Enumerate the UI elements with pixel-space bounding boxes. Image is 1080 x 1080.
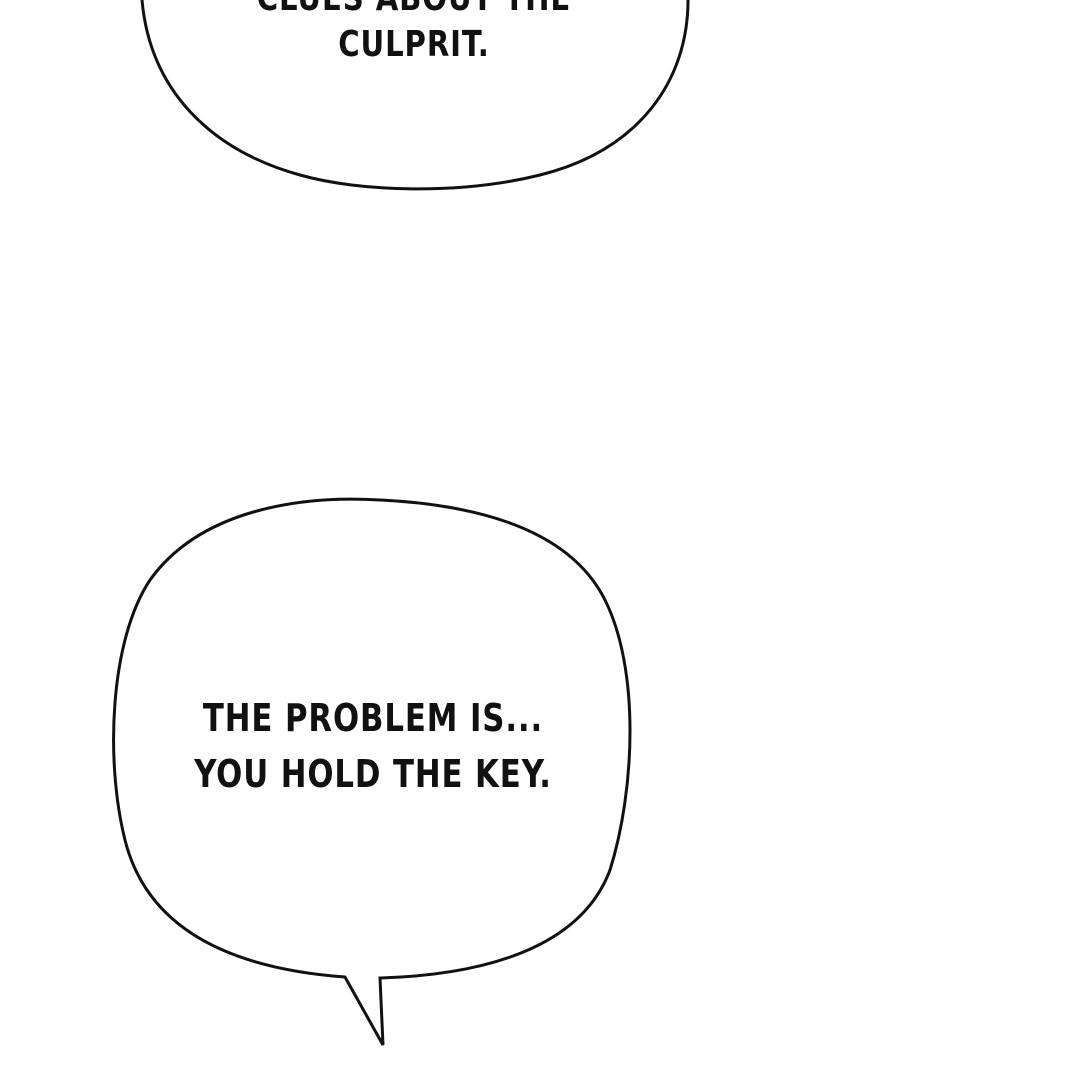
dialogue-line: YOU HOLD THE KEY. [194,752,552,796]
speech-bubble-bottom-text: THE PROBLEM IS... YOU HOLD THE KEY. [157,690,589,802]
dialogue-line: CULPRIT. [338,24,490,65]
speech-bubble-top-text: CLUES ABOUT THE CULPRIT. [234,0,594,68]
speech-bubble-bottom [112,497,632,1046]
dialogue-line: THE PROBLEM IS... [202,696,544,740]
dialogue-line: CLUES ABOUT THE [234,0,594,22]
speech-bubble-top [140,0,690,191]
